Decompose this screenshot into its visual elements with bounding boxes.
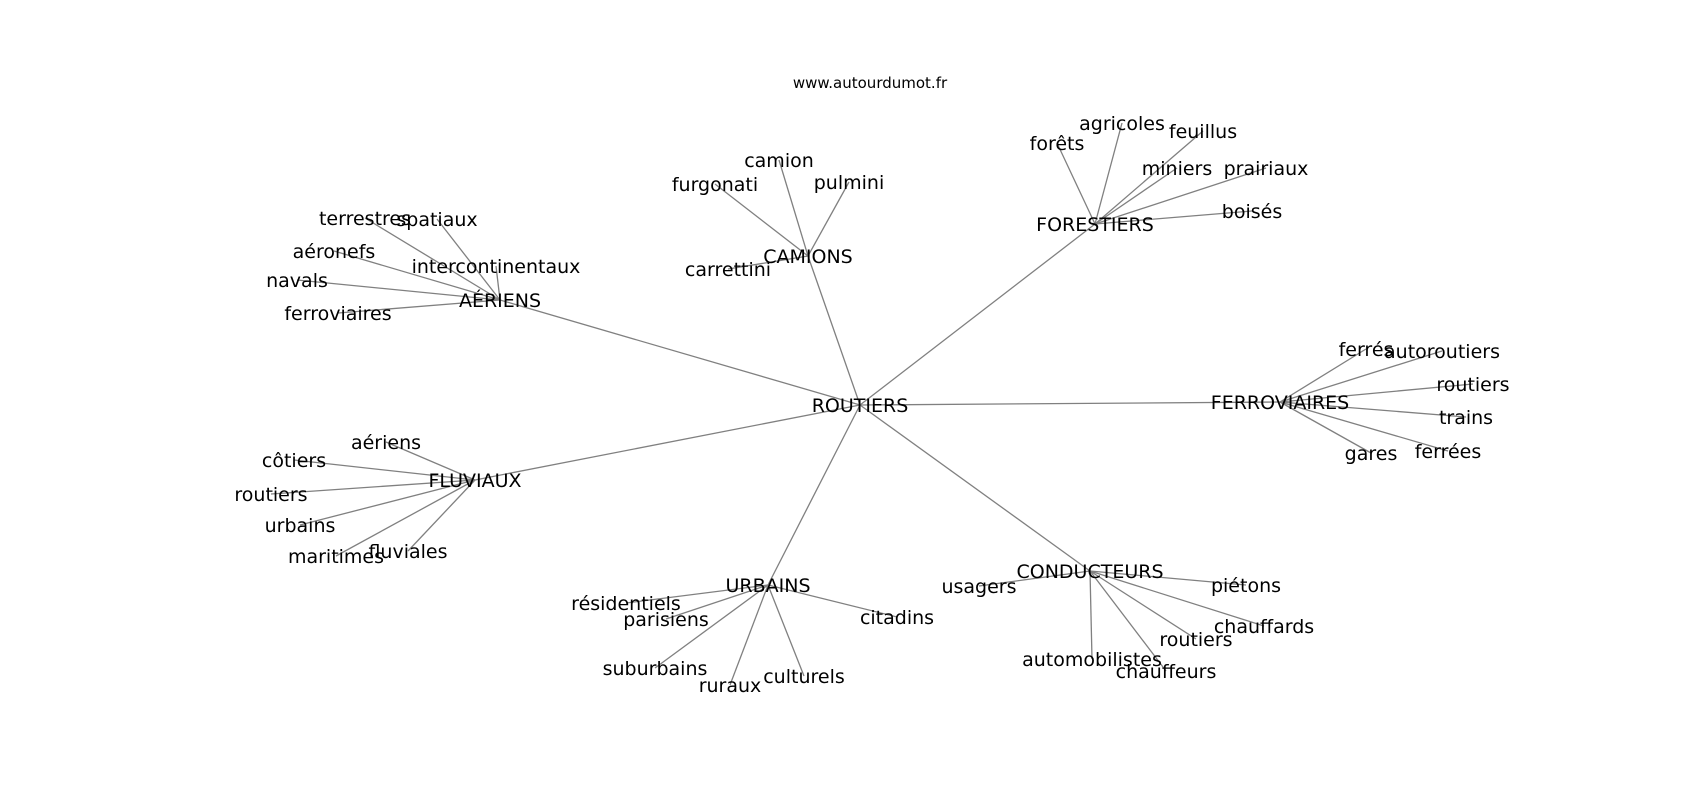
- leaf-node-label: chauffards: [1214, 616, 1314, 638]
- edge-hub-leaf: [1056, 142, 1096, 225]
- hub-node-label: FERROVIAIRES: [1211, 392, 1349, 414]
- leaf-node-label: pulmini: [814, 172, 885, 194]
- edge-hub-leaf: [1279, 401, 1372, 454]
- leaf-node-label: feuillus: [1169, 121, 1237, 143]
- site-url: www.autourdumot.fr: [793, 74, 948, 92]
- edge-hub-leaf: [1089, 570, 1265, 627]
- edge-hub-leaf: [335, 479, 476, 557]
- leaf-node-label: piétons: [1211, 575, 1281, 597]
- leaf-node-label: suburbains: [603, 658, 708, 680]
- leaf-node-label: résidentiels: [571, 593, 681, 615]
- leaf-node-label: citadins: [860, 607, 934, 629]
- edge-center-hub: [499, 299, 861, 406]
- edge-hub-leaf: [296, 279, 501, 301]
- leaf-node-label: aériens: [351, 432, 421, 454]
- leaf-node-label: boisés: [1222, 201, 1282, 223]
- edge-hub-leaf: [364, 217, 501, 301]
- leaf-node-label: miniers: [1142, 158, 1213, 180]
- edge-hub-leaf: [727, 255, 809, 270]
- edge-hub-leaf: [436, 218, 501, 301]
- leaf-node-label: agricoles: [1079, 113, 1165, 135]
- edge-center-hub: [859, 223, 1096, 406]
- leaf-node-label: trains: [1439, 407, 1493, 429]
- edge-hub-leaf: [978, 570, 1091, 587]
- edge-hub-leaf: [625, 584, 769, 604]
- leaf-node-label: chauffeurs: [1116, 661, 1217, 683]
- edge-center-hub: [767, 404, 861, 586]
- edge-hub-leaf: [1094, 130, 1204, 225]
- edge-hub-leaf: [1089, 570, 1197, 640]
- edge-hub-leaf: [1279, 350, 1443, 403]
- leaf-node-label: ruraux: [699, 675, 762, 697]
- edge-hub-leaf: [1089, 570, 1167, 672]
- edge-hub-leaf: [407, 479, 476, 552]
- edge-center-hub: [859, 404, 1091, 572]
- edge-hub-leaf: [1089, 570, 1093, 660]
- edge-hub-leaf: [1094, 122, 1123, 225]
- leaf-node-label: fluviales: [368, 541, 447, 563]
- hub-node-label: AÉRIENS: [459, 289, 541, 312]
- hub-node-label: FLUVIAUX: [429, 470, 522, 492]
- edge-hub-leaf: [1094, 210, 1253, 225]
- edge-hub-leaf: [767, 584, 898, 618]
- edge-hub-leaf: [337, 299, 501, 314]
- edge-hub-leaf: [1279, 401, 1467, 418]
- leaf-node-label: gares: [1345, 443, 1398, 465]
- leaf-node-label: côtiers: [262, 450, 326, 472]
- leaf-node-label: spatiaux: [396, 209, 477, 231]
- leaf-node-label: ferrés: [1339, 339, 1394, 361]
- leaf-node-label: routiers: [1159, 629, 1232, 651]
- leaf-node-label: routiers: [234, 484, 307, 506]
- leaf-node-label: carrettini: [685, 259, 771, 281]
- leaf-node-label: terrestres: [319, 208, 411, 230]
- hub-node-label: CONDUCTEURS: [1016, 561, 1163, 583]
- edge-center-hub: [474, 404, 861, 481]
- hub-node-label: CAMIONS: [763, 246, 853, 268]
- edge-hub-leaf: [654, 584, 769, 669]
- leaf-node-label: intercontinentaux: [412, 256, 581, 278]
- edge-hub-leaf: [729, 584, 769, 686]
- edge-center-hub: [807, 255, 861, 406]
- edge-hub-leaf: [1094, 167, 1178, 225]
- edge-hub-leaf: [293, 459, 476, 481]
- leaf-node-label: forêts: [1030, 133, 1085, 155]
- leaf-node-label: navals: [266, 270, 328, 292]
- edge-hub-leaf: [1094, 167, 1267, 225]
- edge-hub-leaf: [495, 265, 501, 301]
- leaf-node-label: prairiaux: [1224, 158, 1309, 180]
- leaf-node-label: usagers: [941, 576, 1016, 598]
- leaf-node-label: urbains: [265, 515, 336, 537]
- edge-hub-leaf: [714, 183, 809, 257]
- edge-hub-leaf: [1279, 383, 1474, 403]
- leaf-node-label: furgonati: [672, 174, 758, 196]
- edge-hub-leaf: [767, 584, 805, 677]
- edge-hub-leaf: [299, 479, 476, 526]
- leaf-node-label: aéronefs: [293, 241, 376, 263]
- leaf-node-label: ferrées: [1415, 441, 1482, 463]
- edge-hub-leaf: [807, 181, 850, 257]
- edge-hub-leaf: [778, 159, 809, 257]
- edge-center-hub: [859, 401, 1281, 406]
- leaf-node-label: parisiens: [623, 609, 709, 631]
- edge-hub-leaf: [270, 479, 476, 495]
- leaf-node-label: automobilistes: [1022, 649, 1162, 671]
- leaf-node-label: camion: [744, 150, 814, 172]
- hub-node-label: FORESTIERS: [1036, 214, 1154, 236]
- edge-hub-leaf: [1089, 570, 1247, 586]
- leaf-node-label: maritimes: [288, 546, 384, 568]
- leaf-node-label: routiers: [1436, 374, 1509, 396]
- leaf-node-label: autoroutiers: [1384, 341, 1500, 363]
- leaf-node-label: culturels: [763, 666, 845, 688]
- edge-hub-leaf: [333, 250, 501, 301]
- hub-node-label: URBAINS: [725, 575, 810, 597]
- graph-edges: [270, 122, 1474, 686]
- leaf-node-label: ferroviaires: [284, 303, 391, 325]
- edge-hub-leaf: [385, 441, 476, 481]
- edge-hub-leaf: [665, 584, 769, 620]
- edge-hub-leaf: [1279, 401, 1449, 452]
- center-node-label: ROUTIERS: [812, 395, 909, 417]
- edge-hub-leaf: [1279, 348, 1367, 403]
